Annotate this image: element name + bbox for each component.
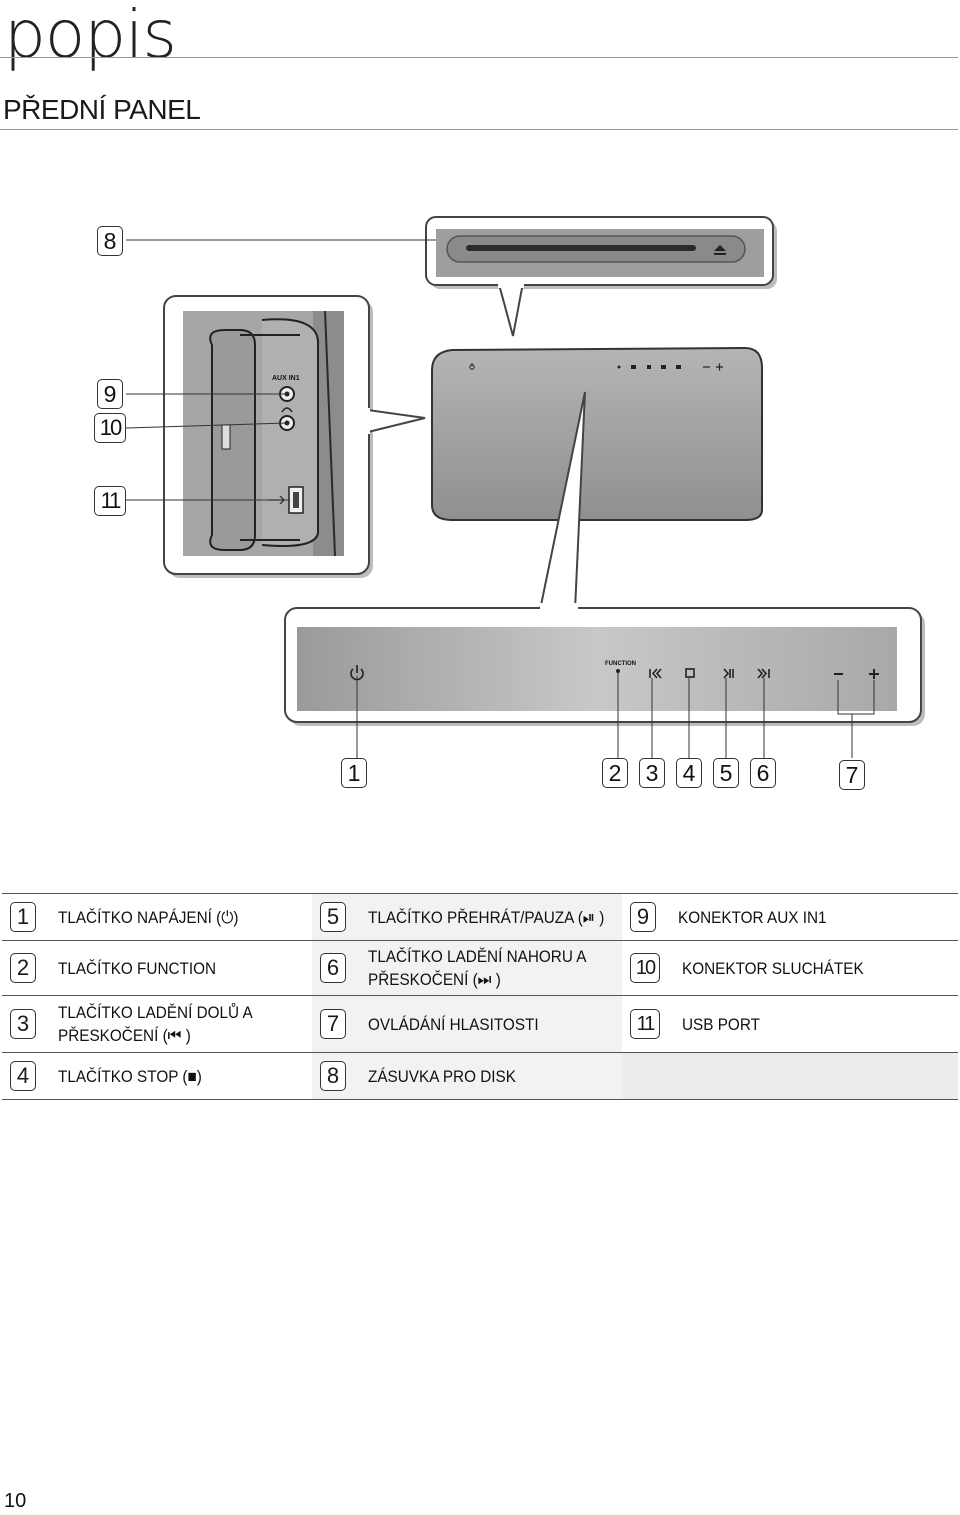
section-title: PŘEDNÍ PANEL	[3, 94, 201, 125]
legend-label: TLAČÍTKO STOP (■)	[58, 1066, 202, 1086]
legend-number: 7	[320, 1009, 346, 1039]
legend-item: 7 OVLÁDÁNÍ HLASITOSTI	[312, 996, 622, 1052]
legend-label-line: PŘESKOČENÍ (⏮ )	[58, 1026, 191, 1045]
legend-number: 2	[10, 953, 36, 983]
legend-item: 3 TLAČÍTKO LADĚNÍ DOLŮ A PŘESKOČENÍ (⏮ )	[2, 996, 312, 1052]
legend-number: 11	[630, 1009, 660, 1039]
stop-icon	[685, 668, 695, 678]
section-divider	[0, 129, 958, 130]
callout-6: 6	[750, 758, 776, 788]
legend-number: 8	[320, 1061, 346, 1091]
legend-number: 4	[10, 1061, 36, 1091]
legend-label: KONEKTOR SLUCHÁTEK	[682, 958, 864, 978]
page-number: 10	[4, 1490, 27, 1512]
headphones-icon	[281, 407, 293, 413]
aux-in1-label: AUX IN1	[272, 375, 300, 382]
eject-icon	[714, 245, 726, 251]
front-panel-diagram: AUX IN1 FUNC	[125, 216, 925, 758]
legend-row: 4 TLAČÍTKO STOP (■) 8 ZÁSUVKA PRO DISK	[2, 1052, 958, 1100]
volume-up-icon	[869, 669, 879, 679]
callout-9: 9	[97, 379, 123, 409]
control-strip-view: FUNCTION	[284, 391, 925, 726]
legend-item: 9 KONEKTOR AUX IN1	[622, 894, 958, 940]
function-button-icon	[616, 669, 620, 673]
legend-item: 4 TLAČÍTKO STOP (■)	[2, 1053, 312, 1099]
legend-number: 10	[630, 953, 660, 983]
legend-item: 11 USB PORT	[622, 996, 958, 1052]
legend-item: 5 TLAČÍTKO PŘEHRÁT/PAUZA (⏯ )	[312, 894, 622, 940]
callout-3: 3	[639, 758, 665, 788]
callout-5: 5	[713, 758, 739, 788]
legend-number: 6	[320, 953, 346, 983]
legend-empty-cell	[622, 1053, 958, 1099]
play-pause-icon	[723, 668, 734, 679]
function-label: FUNCTION	[605, 661, 636, 667]
legend-label: USB PORT	[682, 1014, 760, 1034]
callout-7: 7	[839, 760, 865, 790]
legend-label: KONEKTOR AUX IN1	[678, 907, 827, 927]
legend-row: 2 TLAČÍTKO FUNCTION 6 TLAČÍTKO LADĚNÍ NA…	[2, 940, 958, 995]
legend-label-multiline: TLAČÍTKO LADĚNÍ NAHORU A PŘESKOČENÍ (⏭ )	[368, 945, 611, 991]
leader-lines	[125, 239, 875, 758]
callout-10: 10	[94, 413, 126, 443]
legend-item: 6 TLAČÍTKO LADĚNÍ NAHORU A PŘESKOČENÍ (⏭…	[312, 941, 622, 995]
legend-label-line: TLAČÍTKO LADĚNÍ DOLŮ A	[58, 1003, 253, 1022]
legend-label-multiline: TLAČÍTKO LADĚNÍ DOLŮ A PŘESKOČENÍ (⏮ )	[58, 1001, 274, 1047]
legend-number: 1	[10, 902, 36, 932]
callout-1: 1	[341, 758, 367, 788]
callout-4: 4	[676, 758, 702, 788]
legend-label-line: TLAČÍTKO LADĚNÍ NAHORU A	[368, 947, 587, 966]
header-divider	[0, 57, 958, 58]
legend-item: 8 ZÁSUVKA PRO DISK	[312, 1053, 622, 1099]
legend-label: TLAČÍTKO FUNCTION	[58, 958, 217, 978]
legend-number: 9	[630, 902, 656, 932]
legend-table: 1 TLAČÍTKO NAPÁJENÍ (⏻) 5 TLAČÍTKO PŘEHR…	[2, 893, 958, 1100]
legend-number: 3	[10, 1009, 36, 1039]
legend-label-line: PŘESKOČENÍ (⏭ )	[368, 970, 501, 989]
legend-label: TLAČÍTKO PŘEHRÁT/PAUZA (⏯ )	[368, 907, 605, 927]
legend-item: 1 TLAČÍTKO NAPÁJENÍ (⏻)	[2, 894, 312, 940]
legend-label: OVLÁDÁNÍ HLASITOSTI	[368, 1014, 539, 1034]
disc-slot-view	[425, 216, 777, 337]
callout-8: 8	[97, 226, 123, 256]
legend-item: 10 KONEKTOR SLUCHÁTEK	[622, 941, 958, 995]
legend-item: 2 TLAČÍTKO FUNCTION	[2, 941, 312, 995]
callout-11: 11	[94, 486, 126, 516]
callout-2: 2	[602, 758, 628, 788]
side-panel-view: AUX IN1	[163, 295, 426, 578]
header-title: popis	[4, 0, 177, 73]
legend-row: 3 TLAČÍTKO LADĚNÍ DOLŮ A PŘESKOČENÍ (⏮ )…	[2, 995, 958, 1052]
skip-forward-icon	[757, 668, 770, 679]
skip-back-icon	[649, 668, 662, 679]
legend-number: 5	[320, 902, 346, 932]
legend-row: 1 TLAČÍTKO NAPÁJENÍ (⏻) 5 TLAČÍTKO PŘEHR…	[2, 893, 958, 940]
legend-label: ZÁSUVKA PRO DISK	[368, 1066, 516, 1086]
legend-label: TLAČÍTKO NAPÁJENÍ (⏻)	[58, 907, 239, 927]
main-unit	[431, 346, 763, 521]
